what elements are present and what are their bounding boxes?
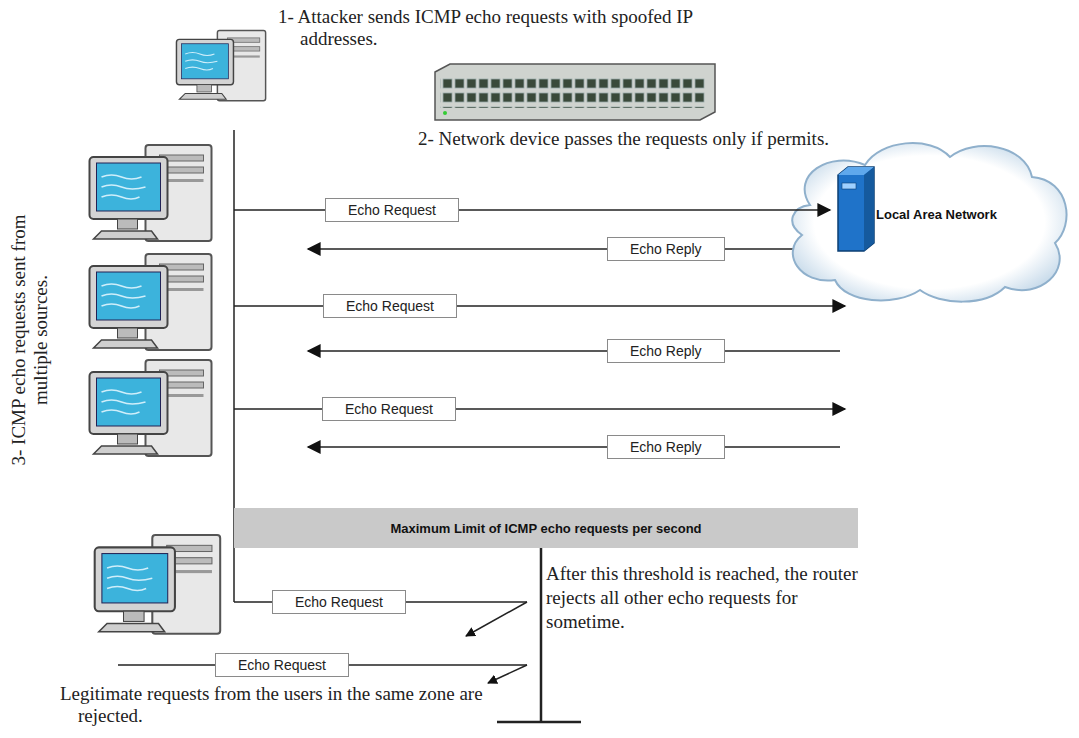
rejection-note: Legitimate requests from the users in th… xyxy=(60,683,498,727)
attacker-computer xyxy=(176,31,265,101)
network-label: Local Area Network xyxy=(876,207,997,222)
step-note: 2- Network device passes the requests on… xyxy=(418,128,830,150)
message-label: Echo Request xyxy=(345,401,433,417)
computer-icon xyxy=(95,535,220,634)
step-note: 3- ICMP echo requests sent from multiple… xyxy=(8,190,52,490)
message-box: Echo Request xyxy=(272,590,406,614)
message-label: Echo Reply xyxy=(630,343,702,359)
message-label: Echo Reply xyxy=(630,241,702,257)
message-label: Echo Request xyxy=(295,594,383,610)
message-box: Echo Request xyxy=(322,397,456,421)
message-box: Echo Request xyxy=(323,294,457,318)
computer-icon xyxy=(90,145,212,241)
band-text: Maximum Limit of ICMP echo requests per … xyxy=(390,521,701,536)
server-icon xyxy=(838,167,874,251)
network-switch xyxy=(435,64,715,120)
threshold-note: After this threshold is reached, the rou… xyxy=(546,562,866,634)
cloud-network: Local Area Network xyxy=(770,135,1075,305)
request-arrow xyxy=(459,209,830,211)
message-label: Echo Request xyxy=(346,298,434,314)
step-note: 1- Attacker sends ICMP echo requests wit… xyxy=(278,6,710,50)
message-box: Echo Reply xyxy=(607,237,725,261)
computer-icon xyxy=(90,254,212,350)
message-label: Echo Reply xyxy=(630,439,702,455)
message-label: Echo Request xyxy=(238,657,326,673)
message-box: Echo Reply xyxy=(607,339,725,363)
message-box: Echo Request xyxy=(325,198,459,222)
wires xyxy=(118,130,845,722)
threshold-band: Maximum Limit of ICMP echo requests per … xyxy=(234,508,858,548)
computer-icon xyxy=(90,360,212,456)
message-box: Echo Reply xyxy=(607,435,725,459)
message-box: Echo Request xyxy=(215,653,349,677)
message-label: Echo Request xyxy=(348,202,436,218)
